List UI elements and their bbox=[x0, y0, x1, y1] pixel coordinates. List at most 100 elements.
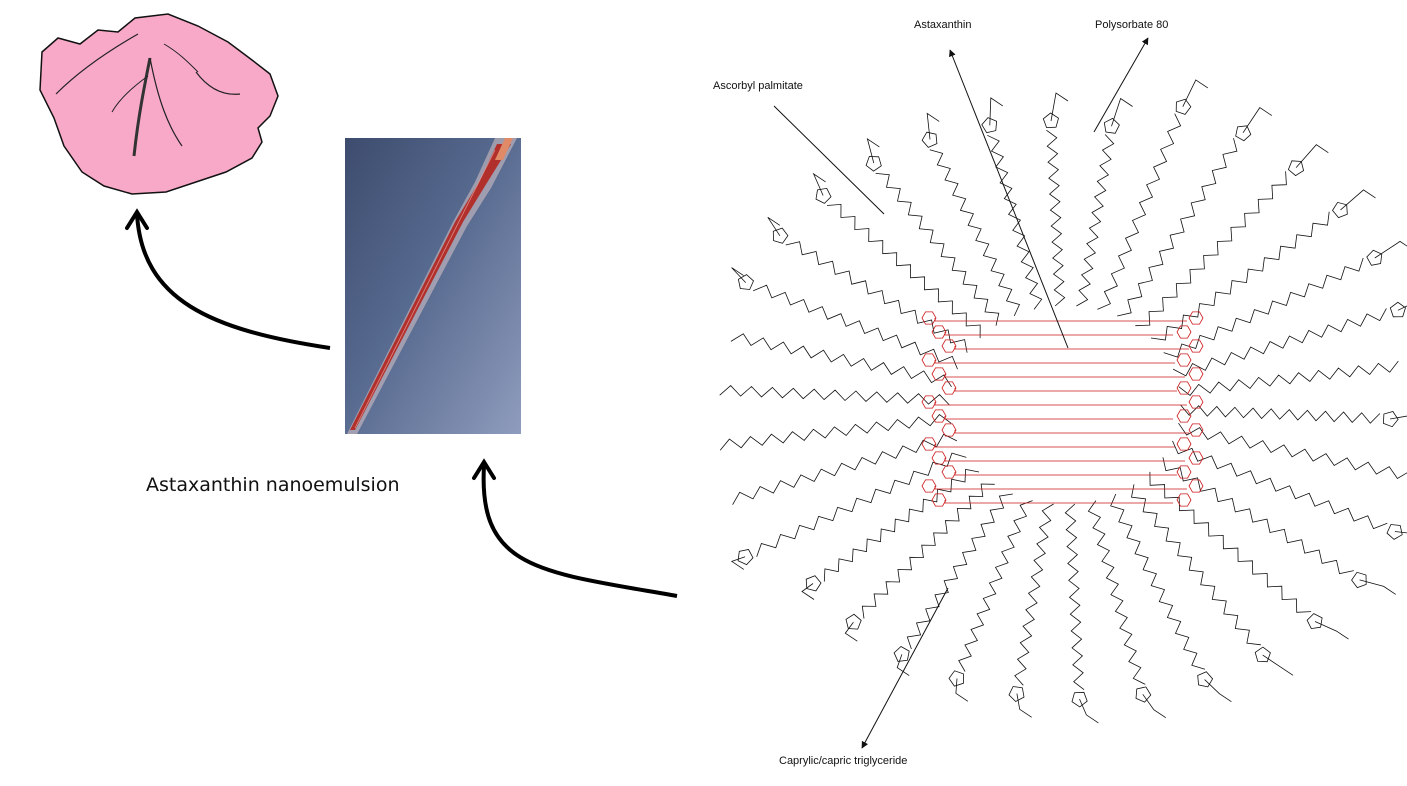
headgroup-ring bbox=[1306, 613, 1323, 630]
headgroup-tail bbox=[1050, 92, 1069, 122]
ascorbyl-label: Ascorbyl palmitate bbox=[713, 80, 803, 92]
astaxanthin-chain bbox=[954, 388, 1177, 392]
surfactant-chain bbox=[1178, 360, 1399, 396]
headgroup-tail bbox=[1111, 97, 1133, 127]
headgroup-ring bbox=[737, 549, 754, 566]
astaxanthin-ring bbox=[1176, 493, 1192, 507]
astaxanthin-ring bbox=[921, 395, 937, 409]
surfactant-chain bbox=[1131, 484, 1261, 646]
astaxanthin-ring bbox=[921, 311, 937, 325]
headgroup-tail bbox=[1142, 694, 1167, 719]
headgroup-ring bbox=[1042, 112, 1059, 129]
headgroup-ring bbox=[1351, 571, 1367, 589]
skin-tissue-icon bbox=[39, 13, 279, 195]
astaxanthin-ring bbox=[921, 353, 937, 367]
surfactant-chain bbox=[861, 483, 995, 619]
astaxanthin-ring bbox=[941, 423, 957, 437]
astaxanthin-ring bbox=[1188, 479, 1204, 493]
astaxanthin-ring bbox=[941, 339, 957, 353]
astaxanthin-ring bbox=[1176, 325, 1192, 339]
surfactant-chain bbox=[987, 134, 1043, 310]
astaxanthin-chain bbox=[944, 500, 1173, 504]
headgroup-ring bbox=[1008, 686, 1025, 702]
headgroup-tail bbox=[1390, 415, 1407, 420]
caprylic-label: Caprylic/capric triglyceride bbox=[779, 755, 908, 767]
arrow-to-tissue bbox=[135, 213, 331, 350]
surfactant-chain bbox=[1046, 129, 1066, 307]
headgroup-ring bbox=[921, 131, 938, 148]
astaxanthin-ring bbox=[1176, 409, 1192, 423]
headgroup-ring bbox=[805, 575, 822, 592]
nanoemulsion-label: Astaxanthin nanoemulsion bbox=[146, 474, 400, 496]
headgroup-tail bbox=[844, 622, 858, 642]
headgroup-ring bbox=[1235, 125, 1252, 142]
headgroup-ring bbox=[1382, 411, 1399, 428]
headgroup-tail bbox=[1079, 698, 1099, 724]
headgroup-tail bbox=[1182, 79, 1209, 107]
headgroup-ring bbox=[1071, 691, 1088, 708]
headgroup-ring bbox=[737, 274, 754, 290]
headgroup-ring bbox=[1175, 98, 1192, 115]
astaxanthin-core bbox=[921, 311, 1204, 507]
surfactant-chain bbox=[906, 493, 1013, 650]
astaxanthin-ring bbox=[941, 381, 957, 395]
astaxanthin-ring bbox=[1188, 451, 1204, 465]
astaxanthin-ring bbox=[931, 409, 947, 423]
surfactant-chain bbox=[785, 241, 968, 353]
astaxanthin-ring bbox=[931, 493, 947, 507]
surfactant-chain bbox=[823, 468, 980, 582]
headgroup-tail bbox=[989, 97, 1004, 126]
surfactant-chain bbox=[1117, 138, 1238, 317]
surfactant-chain bbox=[719, 414, 952, 451]
arrow-to-photo bbox=[481, 465, 678, 598]
headgroup-ring bbox=[1366, 249, 1383, 266]
surfactant-chain bbox=[1064, 503, 1085, 691]
surfactant-chain bbox=[1076, 134, 1115, 307]
headgroup-tail bbox=[1359, 579, 1396, 595]
astaxanthin-ring bbox=[1176, 437, 1192, 451]
arrowhead-to-tissue bbox=[125, 208, 149, 230]
surfactant-chain bbox=[753, 284, 958, 370]
astaxanthin-ring bbox=[941, 465, 957, 479]
surfactant-chain bbox=[1087, 500, 1146, 685]
headgroup-rings bbox=[730, 79, 1407, 724]
astaxanthin-chain bbox=[934, 444, 1175, 448]
astaxanthin-ring bbox=[1176, 381, 1192, 395]
headgroup-ring bbox=[772, 227, 789, 244]
surfactant-chain bbox=[1172, 440, 1388, 530]
headgroup-tail bbox=[731, 267, 746, 283]
astaxanthin-ring bbox=[1188, 367, 1204, 381]
headgroup-tail bbox=[1016, 693, 1032, 718]
pointer-caprylic bbox=[861, 587, 949, 749]
headgroup-ring bbox=[1386, 524, 1403, 540]
surfactant-chain bbox=[1150, 211, 1330, 341]
astaxanthin-ring bbox=[921, 437, 937, 451]
headgroup-ring bbox=[981, 117, 998, 134]
surfactant-chain bbox=[732, 433, 958, 505]
surfactant-chain bbox=[1180, 404, 1381, 424]
astaxanthin-ring bbox=[1176, 353, 1192, 367]
astaxanthin-chain bbox=[934, 360, 1175, 364]
headgroup-tail bbox=[866, 137, 880, 164]
astaxanthin-ring bbox=[931, 451, 947, 465]
astaxanthin-label: Astaxanthin bbox=[914, 19, 972, 31]
headgroup-ring bbox=[893, 646, 910, 662]
astaxanthin-ring bbox=[921, 479, 937, 493]
surfactant-shell bbox=[719, 113, 1407, 691]
headgroup-tail bbox=[767, 216, 781, 237]
headgroup-tail bbox=[926, 112, 940, 140]
astaxanthin-chain bbox=[944, 374, 1185, 378]
surfactant-chain bbox=[1097, 113, 1182, 310]
surfactant-chain bbox=[1162, 457, 1354, 575]
headgroup-ring bbox=[1389, 301, 1406, 318]
headgroup-tail bbox=[1262, 654, 1294, 676]
headgroup-tail bbox=[896, 654, 910, 676]
astaxanthin-ring bbox=[1188, 311, 1204, 325]
headgroup-tail bbox=[801, 583, 815, 600]
surfactant-chain bbox=[826, 203, 981, 339]
headgroup-ring bbox=[948, 670, 964, 687]
surfactant-chain bbox=[730, 333, 952, 388]
pointer-ascorbyl bbox=[773, 105, 885, 215]
